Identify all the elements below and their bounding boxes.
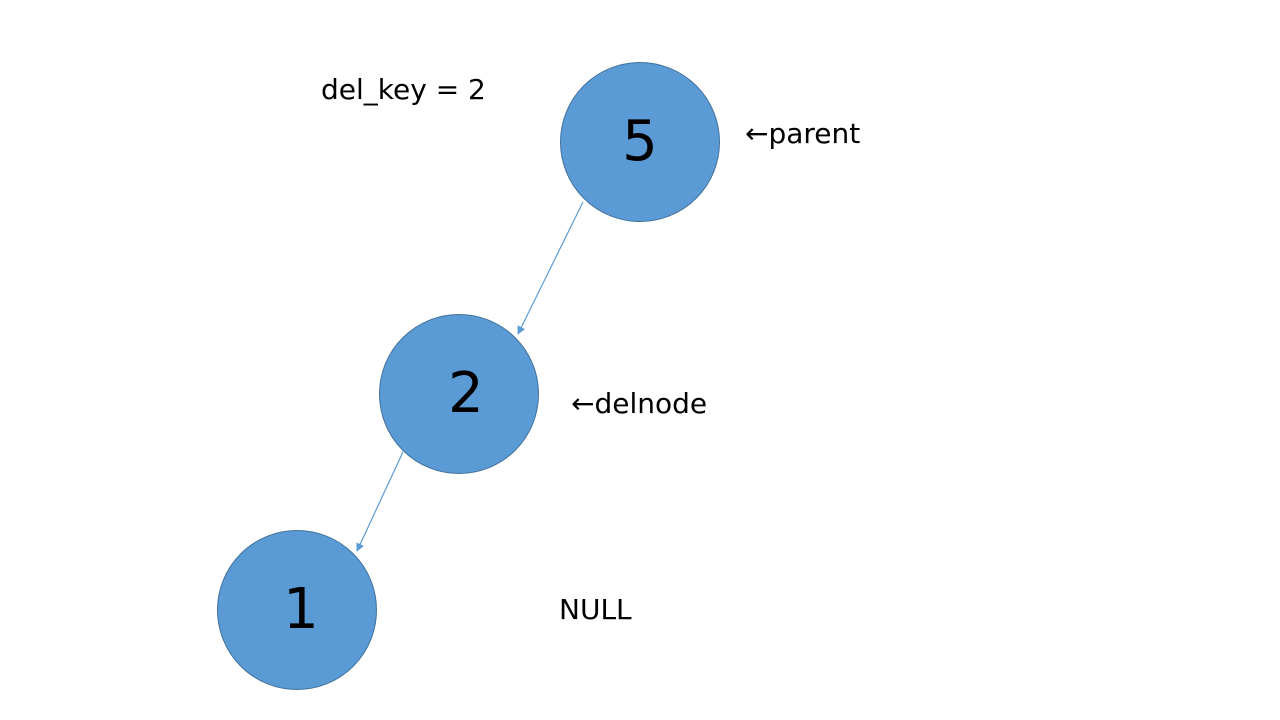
- del-key-label: del_key = 2: [321, 73, 486, 106]
- node-value-root: 5: [622, 109, 658, 174]
- edge-5-to-2: [517, 201, 584, 335]
- edge-2-to-1: [356, 451, 404, 552]
- tree-node-leaf: 1: [217, 530, 377, 690]
- parent-pointer-label: ←parent: [745, 117, 861, 150]
- delnode-pointer-label: ←delnode: [571, 387, 708, 420]
- node-value-delnode: 2: [448, 361, 484, 426]
- null-label: NULL: [559, 593, 632, 626]
- tree-node-root: 5: [560, 62, 720, 222]
- tree-node-delnode: 2: [379, 314, 539, 474]
- node-value-leaf: 1: [283, 577, 319, 642]
